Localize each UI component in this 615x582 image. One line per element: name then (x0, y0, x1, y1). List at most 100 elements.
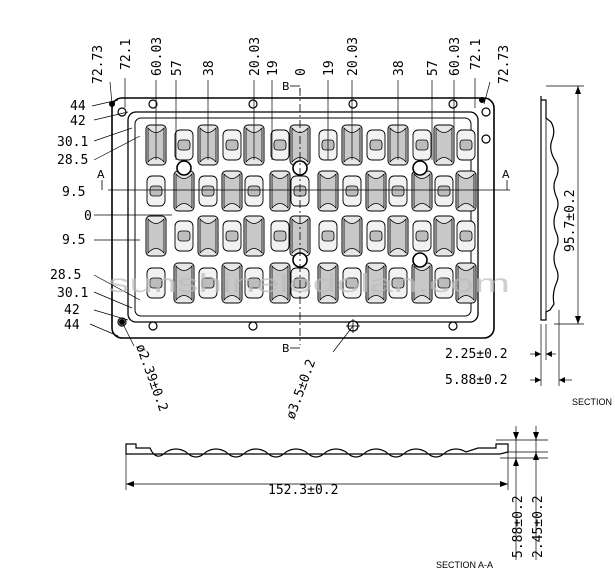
lens-dome (437, 185, 451, 197)
leader-line (109, 81, 113, 105)
arrow (535, 377, 541, 383)
col-dim-label: 72.1 (469, 39, 484, 70)
lens-optic (271, 264, 289, 302)
col-dim-label: 19 (322, 60, 337, 76)
side-total-dim: 5.88±0.2 (445, 373, 508, 388)
mount-hole (448, 99, 458, 109)
mount-hole (148, 321, 158, 331)
ext-line (93, 127, 133, 142)
lens-dome (415, 139, 429, 151)
arrow (535, 351, 541, 357)
lens-dome (247, 185, 261, 197)
lens-dome (177, 230, 191, 242)
lens-grid (145, 124, 477, 304)
lens-optic (367, 172, 385, 210)
section-b-top-label: B (282, 80, 290, 93)
mount-hole (148, 99, 158, 109)
lens-dome (459, 139, 473, 151)
section-a-right-label: A (502, 168, 510, 181)
arrow (126, 481, 134, 487)
lens-optic (175, 264, 193, 302)
arrow (546, 351, 552, 357)
column-extension-lines (109, 78, 491, 160)
side-view (530, 85, 584, 386)
large-hole-diameter: ø3.5±0.2 (284, 357, 320, 421)
lens-optic (435, 217, 453, 255)
lens-dome (177, 139, 191, 151)
section-b-bottom-label: B (282, 342, 290, 355)
lens-dome (201, 185, 215, 197)
col-dim-label: 72.1 (119, 39, 134, 70)
mount-hole (248, 321, 258, 331)
col-dim-label: 60.03 (150, 37, 165, 76)
row-dim-label: 44 (70, 99, 86, 114)
top-view (111, 97, 495, 339)
mount-hole (117, 107, 127, 117)
col-dim-label: 57 (426, 60, 441, 76)
lens-dome (273, 139, 287, 151)
col-dim-label-center: 0 (294, 68, 309, 76)
arrow (513, 458, 519, 466)
lens-optic (175, 172, 193, 210)
ext-line (93, 309, 129, 321)
lens-area (134, 117, 472, 317)
ext-line (91, 99, 119, 107)
side-thickness-dim: 2.25±0.2 (445, 347, 508, 362)
col-dim-label: 57 (170, 60, 185, 76)
bottom-profile (125, 443, 509, 458)
lens-dome (273, 230, 287, 242)
lens-optic (147, 217, 165, 255)
lens-dome (345, 277, 359, 289)
mount-hole (481, 134, 491, 144)
standoff-boss (412, 160, 428, 176)
plate-outer (111, 97, 495, 339)
row-dim-label: 42 (64, 303, 80, 318)
lens-dome (459, 230, 473, 242)
arrow (500, 481, 508, 487)
lens-optic (319, 264, 337, 302)
arrow (513, 432, 519, 440)
lens-dome (415, 230, 429, 242)
row-dimension-labels: 44 42 30.1 28.5 9.5 0 9.5 28.5 30.1 42 4… (50, 99, 92, 333)
watermark: sunshinelodolan.com (108, 268, 510, 298)
row-dim-label: 9.5 (62, 233, 85, 248)
lens-dome (437, 277, 451, 289)
arrow (575, 316, 581, 324)
ext-line (93, 111, 129, 121)
lens-dome (391, 277, 405, 289)
hole-callouts (121, 321, 354, 353)
lens-dome (225, 139, 239, 151)
small-hole-diameter: ø2.39±0.2 (132, 342, 170, 413)
lens-optic (413, 172, 431, 210)
lens-optic (435, 126, 453, 164)
lens-dome (149, 277, 163, 289)
lens-optic (343, 217, 361, 255)
ext-line (93, 135, 141, 161)
mounting-holes (117, 99, 491, 333)
lens-dome (391, 185, 405, 197)
row-dim-label: 42 (70, 114, 86, 129)
lens-dome (345, 185, 359, 197)
section-a-left-label: A (97, 168, 105, 181)
mount-hole (481, 107, 491, 117)
row-dim-label: 28.5 (50, 268, 81, 283)
lens-optic (413, 264, 431, 302)
lens-optic (389, 217, 407, 255)
mount-hole (248, 99, 258, 109)
lens-optic (199, 217, 217, 255)
column-dimension-labels: 72.73 72.1 60.03 57 38 20.03 19 0 19 20.… (91, 37, 512, 84)
col-dim-label: 19 (266, 60, 281, 76)
row-extension-lines (89, 99, 172, 337)
lens-dome (369, 139, 383, 151)
lens-dome (321, 230, 335, 242)
mount-hole (348, 99, 358, 109)
leader-line (121, 321, 135, 347)
arrow (533, 432, 539, 440)
arrow (575, 86, 581, 94)
standoff-boss (176, 160, 192, 176)
col-dim-label: 20.03 (248, 37, 263, 76)
row-dim-label: 30.1 (57, 286, 88, 301)
arrow (559, 377, 565, 383)
plate-inner (127, 111, 479, 323)
lens-dome (225, 230, 239, 242)
